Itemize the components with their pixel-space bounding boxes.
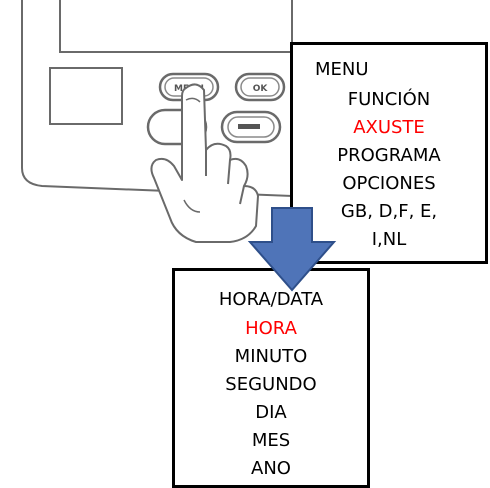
ok-button-label: OK <box>253 84 269 94</box>
menu-item-funcion: FUNCIÓN <box>347 89 431 110</box>
menu-item-opciones: OPCIONES <box>342 173 436 194</box>
menu-item-axuste: AXUSTE <box>353 117 425 138</box>
pointing-hand-icon <box>150 83 259 243</box>
minus-button[interactable] <box>220 110 282 144</box>
menu-item-languages-1: GB, D,F, E, <box>340 201 438 222</box>
submenu-item-mes: MES <box>251 430 291 451</box>
submenu-item-minuto: MINUTO <box>234 346 308 367</box>
minus-icon <box>238 124 260 129</box>
menu-box-level-1: MENU FUNCIÓN AXUSTE PROGRAMA OPCIONES GB… <box>290 42 488 264</box>
submenu-item-dia: DIA <box>255 402 287 423</box>
device-screen <box>59 0 290 53</box>
submenu-title: HORA/DATA <box>218 289 324 310</box>
arrow-shape <box>247 207 337 292</box>
menu-item-programa: PROGRAMA <box>337 145 441 166</box>
device-housing <box>21 0 293 198</box>
submenu-item-ano: ANO <box>251 458 291 479</box>
submenu-item-segundo: SEGUNDO <box>225 374 317 395</box>
menu-title: MENU <box>315 59 369 80</box>
menu-item-languages-2: I,NL <box>371 229 407 250</box>
ok-button[interactable]: OK <box>234 72 286 102</box>
device-square-button[interactable] <box>49 67 123 125</box>
submenu-item-hora: HORA <box>245 318 297 339</box>
menu-box-level-2: HORA/DATA HORA MINUTO SEGUNDO DIA MES AN… <box>172 268 370 488</box>
